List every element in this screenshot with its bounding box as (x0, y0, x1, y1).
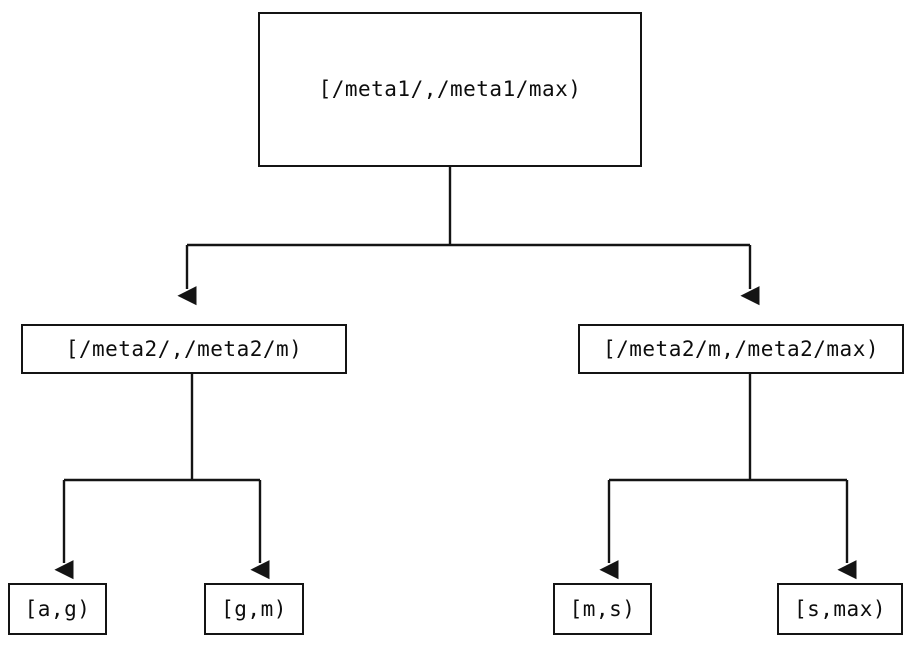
tree-node-meta2-high-label: [/meta2/m,/meta2/max) (602, 336, 879, 361)
tree-node-leaf-smax[interactable]: [s,max) (777, 583, 903, 635)
tree-node-root-label: [/meta1/,/meta1/max) (318, 77, 582, 101)
tree-node-leaf-ms[interactable]: [m,s) (553, 583, 652, 635)
tree-node-meta2-high[interactable]: [/meta2/m,/meta2/max) (578, 324, 904, 374)
tree-node-leaf-ms-label: [m,s) (569, 596, 636, 621)
tree-node-leaf-ag[interactable]: [a,g) (8, 583, 107, 635)
tree-node-leaf-smax-label: [s,max) (793, 596, 886, 621)
tree-node-leaf-gm[interactable]: [g,m) (204, 583, 304, 635)
tree-node-meta2-low[interactable]: [/meta2/,/meta2/m) (21, 324, 347, 374)
tree-node-leaf-ag-label: [a,g) (24, 596, 91, 621)
tree-node-leaf-gm-label: [g,m) (221, 596, 287, 621)
tree-node-meta2-low-label: [/meta2/,/meta2/m) (65, 336, 303, 361)
tree-node-root[interactable]: [/meta1/,/meta1/max) (258, 12, 642, 167)
